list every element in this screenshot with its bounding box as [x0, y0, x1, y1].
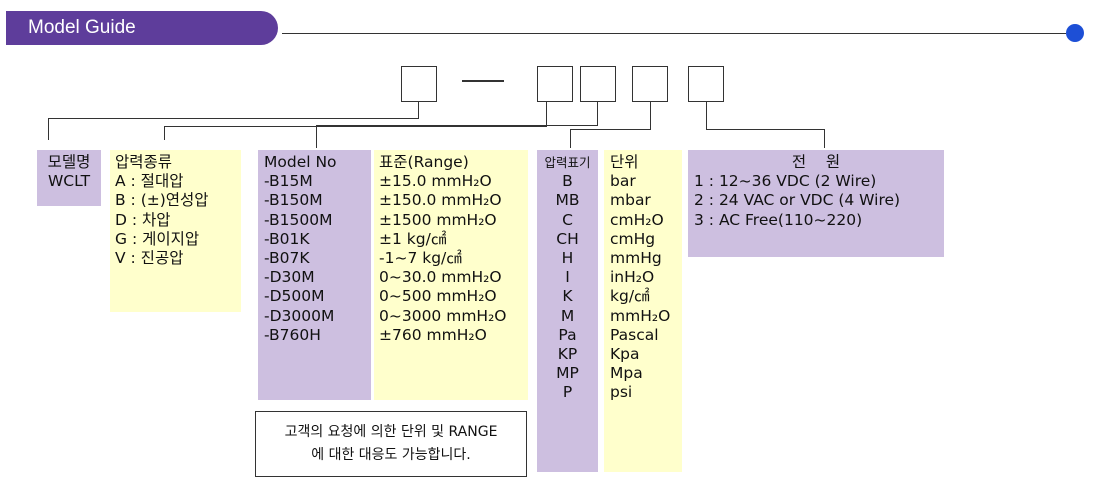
- model-no-item: -B1500M: [264, 210, 333, 229]
- model-no-column: Model No -B15M -B150M -B1500M -B01K -B07…: [258, 150, 371, 400]
- model-no-item: -B150M: [264, 191, 323, 210]
- pressure-code-header: 압력표기: [544, 155, 591, 170]
- code-dash: [462, 80, 504, 82]
- unit-column: 단위 bar mbar cmH₂O cmHg mmHg inH₂O kg/㎠ m…: [604, 150, 682, 472]
- model-name-column: 모델명 WCLT: [37, 150, 101, 206]
- pressure-code-item: K: [562, 287, 573, 306]
- pressure-code-item: CH: [556, 229, 579, 248]
- range-item: ±15.0 mmH₂O: [379, 172, 492, 191]
- unit-item: mbar: [610, 191, 651, 210]
- unit-item: kg/㎠: [610, 287, 650, 306]
- pressure-type-item: V : 진공압: [115, 249, 184, 268]
- unit-item: cmHg: [610, 229, 656, 248]
- unit-item: bar: [610, 172, 636, 191]
- pressure-type-item: G : 게이지압: [115, 229, 200, 248]
- unit-item: psi: [610, 383, 633, 402]
- range-item: ±1 kg/㎠: [379, 229, 447, 248]
- unit-item: cmH₂O: [610, 210, 664, 229]
- pressure-type-item: B : (±)연성압: [115, 191, 209, 210]
- pressure-code-item: MB: [555, 191, 580, 210]
- range-item: 0~3000 mmH₂O: [379, 306, 507, 325]
- range-item: -1~7 kg/㎠: [379, 249, 462, 268]
- unit-item: Kpa: [610, 345, 640, 364]
- model-no-item: -B07K: [264, 249, 310, 268]
- model-no-item: -D30M: [264, 268, 315, 287]
- unit-item: Mpa: [610, 364, 643, 383]
- unit-item: mmH₂O: [610, 306, 671, 325]
- power-item: 1 : 12~36 VDC (2 Wire): [694, 172, 877, 191]
- pressure-code-item: C: [562, 210, 573, 229]
- range-column: 표준(Range) ±15.0 mmH₂O ±150.0 mmH₂O ±1500…: [374, 150, 528, 400]
- model-name-value: WCLT: [47, 172, 91, 191]
- model-no-header: Model No: [264, 153, 337, 171]
- pressure-code-item: P: [562, 383, 573, 402]
- range-item: 0~500 mmH₂O: [379, 287, 497, 306]
- power-header: 전 원: [791, 153, 841, 171]
- code-box-4: [632, 66, 668, 102]
- pressure-code-item: MP: [556, 364, 579, 383]
- range-item: 0~30.0 mmH₂O: [379, 268, 502, 287]
- code-box-1: [401, 66, 437, 102]
- pressure-type-column: 압력종류 A : 절대압 B : (±)연성압 D : 차압 G : 게이지압 …: [110, 150, 241, 312]
- note-line-1: 고객의 요청에 의한 단위 및 RANGE: [284, 424, 498, 440]
- header-rule: [282, 33, 1066, 34]
- range-header: 표준(Range): [379, 153, 469, 171]
- pressure-code-item: KP: [557, 345, 578, 364]
- note-line-2: 에 대한 대응도 가능합니다.: [311, 447, 471, 463]
- model-no-item: -B760H: [264, 325, 321, 344]
- range-item: ±760 mmH₂O: [379, 325, 487, 344]
- pressure-code-item: H: [561, 249, 574, 268]
- model-name-header: 모델명: [47, 153, 91, 171]
- pressure-type-item: A : 절대압: [115, 172, 184, 191]
- pressure-code-item: M: [560, 306, 575, 325]
- power-column: 전 원 1 : 12~36 VDC (2 Wire) 2 : 24 VAC or…: [688, 150, 944, 257]
- code-box-2: [537, 66, 573, 102]
- model-guide-banner: Model Guide: [6, 11, 278, 45]
- pressure-code-item: I: [565, 268, 570, 287]
- unit-header: 단위: [610, 153, 639, 171]
- unit-item: mmHg: [610, 249, 662, 268]
- model-no-item: -B15M: [264, 172, 313, 191]
- model-no-item: -D3000M: [264, 306, 335, 325]
- pressure-code-item: B: [562, 172, 573, 191]
- custom-request-note: 고객의 요청에 의한 단위 및 RANGE 에 대한 대응도 가능합니다.: [255, 411, 527, 477]
- range-item: ±150.0 mmH₂O: [379, 191, 502, 210]
- code-box-3: [580, 66, 616, 102]
- code-box-5: [688, 66, 724, 102]
- header-dot: [1066, 24, 1084, 42]
- power-item: 3 : AC Free(110~220): [694, 210, 863, 229]
- model-no-item: -D500M: [264, 287, 325, 306]
- unit-item: Pascal: [610, 325, 659, 344]
- pressure-code-item: Pa: [558, 325, 577, 344]
- pressure-type-header: 압력종류: [115, 153, 173, 171]
- model-no-item: -B01K: [264, 229, 310, 248]
- range-item: ±1500 mmH₂O: [379, 210, 497, 229]
- unit-item: inH₂O: [610, 268, 655, 287]
- power-item: 2 : 24 VAC or VDC (4 Wire): [694, 191, 901, 210]
- pressure-type-item: D : 차압: [115, 210, 171, 229]
- pressure-code-column: 압력표기 B MB C CH H I K M Pa KP MP P: [537, 150, 598, 472]
